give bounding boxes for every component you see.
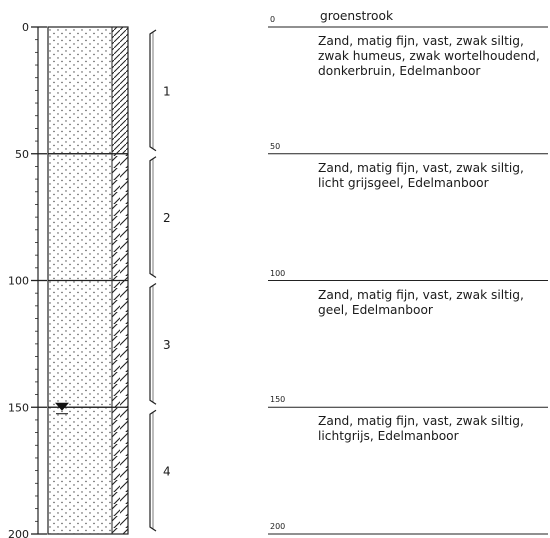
layer-number: 2 bbox=[163, 211, 171, 225]
layer-number: 4 bbox=[163, 465, 171, 479]
groundwater-level-icon bbox=[55, 402, 69, 411]
layer-2-description: Zand, matig fijn, vast, zwak siltig, lic… bbox=[318, 160, 524, 190]
layer-depth-label: 50 bbox=[270, 141, 281, 151]
depth-tick-label: 150 bbox=[8, 401, 29, 414]
depth-tick-label: 50 bbox=[15, 148, 29, 161]
layer-1-description: Zand, matig fijn, vast, zwak siltig, zwa… bbox=[318, 34, 540, 78]
layer-number: 1 bbox=[163, 84, 171, 98]
top-layer-hatched-strip bbox=[111, 26, 129, 155]
layer-depth-label: 0 bbox=[270, 15, 276, 24]
layer-depth-label: 150 bbox=[270, 395, 286, 405]
depth-tick-label: 100 bbox=[8, 275, 29, 288]
layer-2-sand-fill bbox=[47, 153, 113, 281]
layer-number: 3 bbox=[163, 338, 171, 352]
layer-depth-label: 100 bbox=[270, 268, 286, 278]
layer-4-description: Zand, matig fijn, vast, zwak siltig, lic… bbox=[318, 414, 524, 444]
layer-3-sand-fill bbox=[47, 280, 113, 408]
bottom-depth-label: 200 bbox=[270, 522, 286, 531]
depth-tick-label: 0 bbox=[22, 21, 29, 34]
surface-label: groenstrook bbox=[320, 9, 393, 23]
layer-brackets: 1 2 3 4 bbox=[149, 29, 171, 532]
layer-3-description: Zand, matig fijn, vast, zwak siltig, gee… bbox=[318, 287, 524, 317]
description-dividers bbox=[268, 26, 548, 535]
layer-4-sand-fill bbox=[47, 406, 113, 535]
layer-1-sand-fill bbox=[47, 26, 113, 155]
depth-tick-label: 200 bbox=[8, 528, 29, 538]
soil-column bbox=[47, 26, 129, 535]
depth-axis: 0 50 100 150 200 bbox=[8, 21, 47, 538]
